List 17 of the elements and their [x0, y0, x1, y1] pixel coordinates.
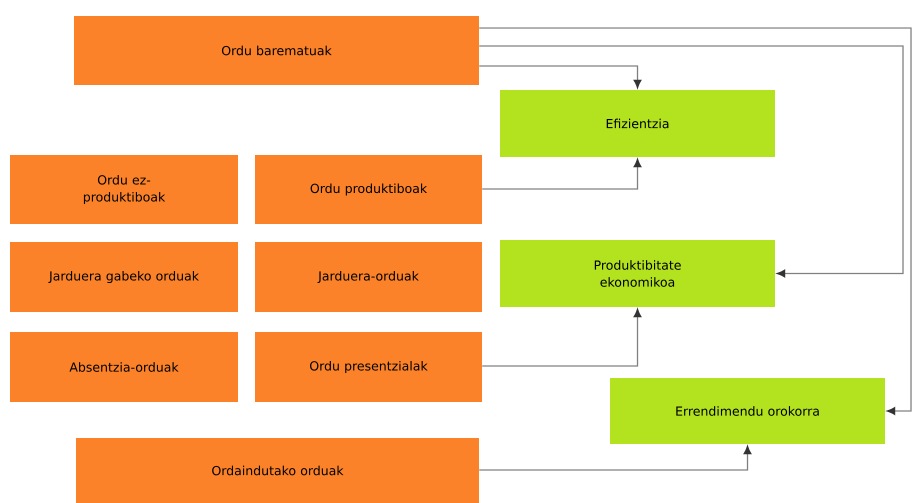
arrow — [479, 27, 912, 415]
process-box: Ordaindutako orduak — [76, 438, 479, 503]
process-box: Jarduera-orduak — [255, 242, 482, 312]
arrow — [482, 308, 642, 367]
result-box: Errendimendu orokorra — [610, 378, 885, 444]
process-box: Ordu presentzialak — [255, 332, 482, 402]
arrow — [479, 65, 642, 88]
arrow — [479, 45, 904, 278]
process-box: Ordu produktiboak — [255, 155, 482, 224]
result-box: Produktibitate ekonomikoa — [500, 240, 775, 307]
process-box: Ordu ez-produktiboak — [10, 155, 238, 224]
arrow — [479, 446, 752, 471]
process-box: Ordu barematuak — [74, 16, 479, 85]
process-box: Jarduera gabeko orduak — [10, 242, 238, 312]
result-box: Efizientzia — [500, 90, 775, 157]
process-box: Absentzia-orduak — [10, 332, 238, 402]
arrow — [482, 158, 642, 190]
